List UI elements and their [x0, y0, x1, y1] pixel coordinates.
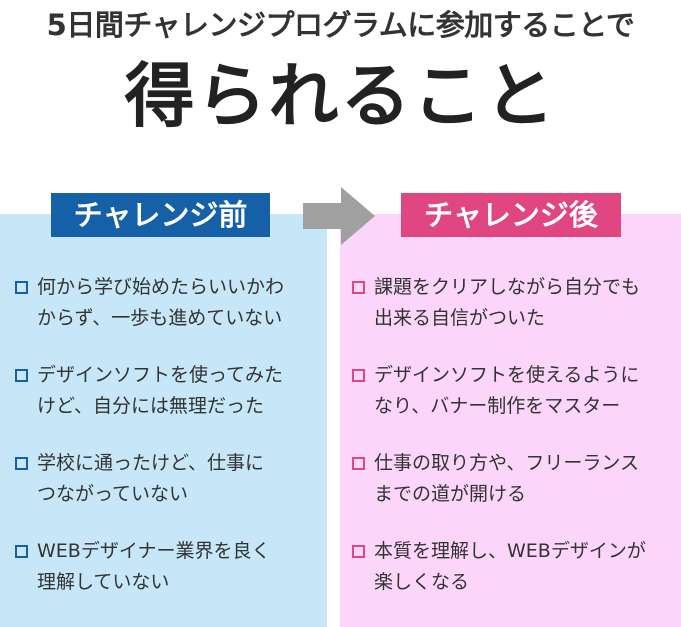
arrow-right-icon: [303, 187, 375, 245]
after-label: チャレンジ後: [401, 193, 621, 237]
page-title: 得られること: [124, 55, 557, 137]
item-line: 何から学び始めたらいいかわ: [37, 276, 285, 298]
before-panel: [0, 214, 327, 627]
list-item: デザインソフトを使えるように なり、バナー制作をマスター: [352, 360, 677, 448]
item-line: までの道が開ける: [374, 483, 527, 505]
before-list: 何から学び始めたらいいかわ からず、一歩も進めていない デザインソフトを使ってみ…: [15, 272, 320, 624]
square-outline-icon: [15, 545, 28, 558]
square-outline-icon: [352, 281, 365, 294]
square-outline-icon: [15, 369, 28, 382]
square-outline-icon: [352, 457, 365, 470]
list-item: 何から学び始めたらいいかわ からず、一歩も進めていない: [15, 272, 320, 360]
square-outline-icon: [352, 545, 365, 558]
after-panel: [340, 214, 681, 627]
item-line: 理解していない: [37, 571, 170, 593]
item-line: デザインソフトを使ってみた: [37, 364, 284, 386]
item-line: WEBデザイナー業界を良く: [37, 540, 271, 562]
list-item: 本質を理解し、WEBデザインが 楽しくなる: [352, 536, 677, 624]
square-outline-icon: [15, 281, 28, 294]
subtitle: 5日間チャレンジプログラムに参加することで: [46, 8, 635, 42]
after-list: 課題をクリアしながら自分でも 出来る自信がついた デザインソフトを使えるように …: [352, 272, 677, 624]
list-item: デザインソフトを使ってみた けど、自分には無理だった: [15, 360, 320, 448]
item-line: 楽しくなる: [374, 571, 470, 593]
list-item: 課題をクリアしながら自分でも 出来る自信がついた: [352, 272, 677, 360]
list-item: 仕事の取り方や、フリーランス までの道が開ける: [352, 448, 677, 536]
square-outline-icon: [15, 457, 28, 470]
list-item: 学校に通ったけど、仕事に つながっていない: [15, 448, 320, 536]
item-line: なり、バナー制作をマスター: [374, 395, 621, 417]
before-label: チャレンジ前: [51, 193, 270, 237]
item-line: つながっていない: [37, 483, 189, 505]
item-line: 学校に通ったけど、仕事に: [37, 452, 265, 474]
item-line: デザインソフトを使えるように: [374, 364, 640, 386]
item-line: 課題をクリアしながら自分でも: [374, 276, 641, 298]
item-line: 本質を理解し、WEBデザインが: [374, 540, 646, 562]
item-line: けど、自分には無理だった: [37, 395, 265, 417]
square-outline-icon: [352, 369, 365, 382]
item-line: からず、一歩も進めていない: [37, 307, 283, 329]
item-line: 出来る自信がついた: [374, 307, 546, 329]
item-line: 仕事の取り方や、フリーランス: [374, 452, 640, 474]
list-item: WEBデザイナー業界を良く 理解していない: [15, 536, 320, 624]
